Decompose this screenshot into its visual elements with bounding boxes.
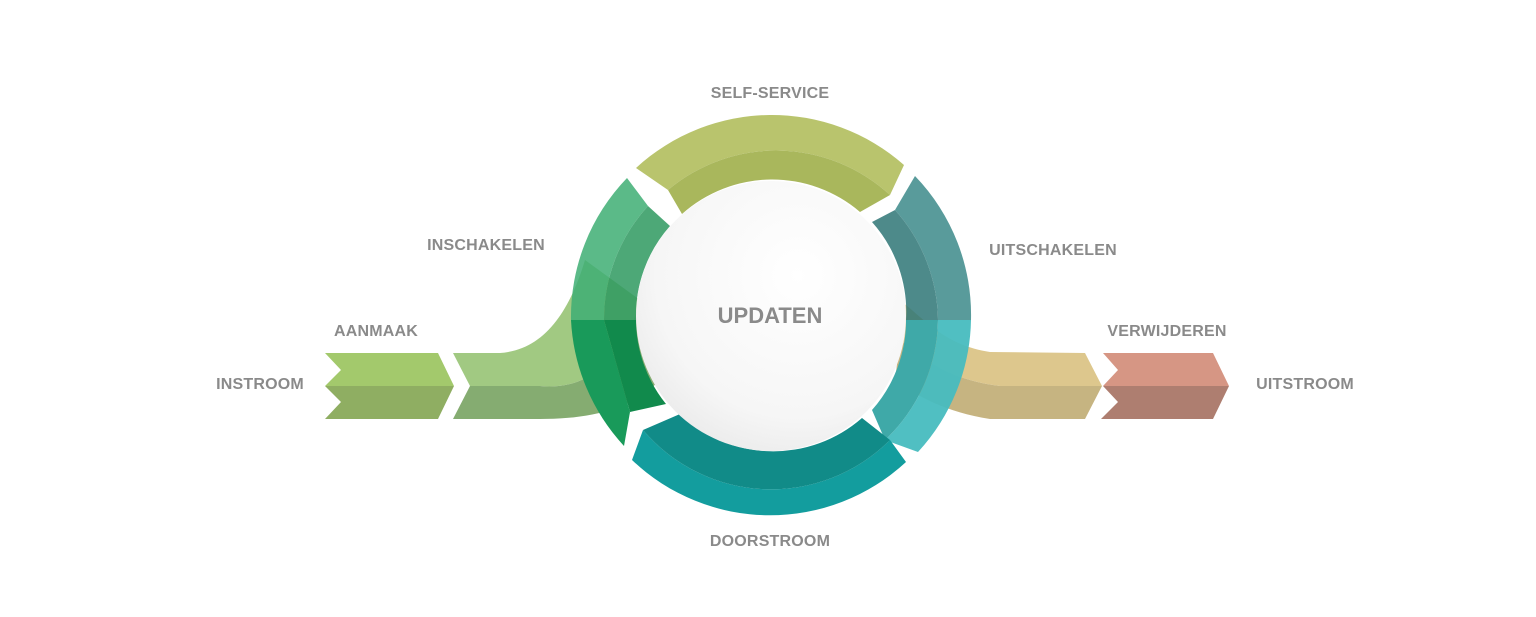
label-doorstroom: DOORSTROOM (709, 533, 831, 550)
center-label: UPDATEN (717, 303, 823, 328)
verwijderen-arrow (1101, 353, 1229, 419)
teal-light-segment (872, 320, 971, 452)
label-inschakelen: INSCHAKELEN (427, 237, 545, 254)
label-verwijderen: VERWIJDEREN (1107, 323, 1227, 340)
label-uitstroom: UITSTROOM (1256, 376, 1354, 393)
self-service-segment (636, 114, 904, 214)
label-uitschakelen: UITSCHAKELEN (989, 242, 1117, 259)
label-aanmaak: AANMAAK (333, 323, 419, 340)
label-self-service: SELF-SERVICE (710, 85, 830, 102)
aanmaak-arrow (325, 353, 454, 419)
inschakelen-segment (570, 178, 670, 320)
green-segment (571, 320, 666, 446)
center-circle (636, 181, 906, 451)
label-instroom: INSTROOM (216, 376, 304, 393)
uitschakelen-segment (872, 176, 972, 320)
